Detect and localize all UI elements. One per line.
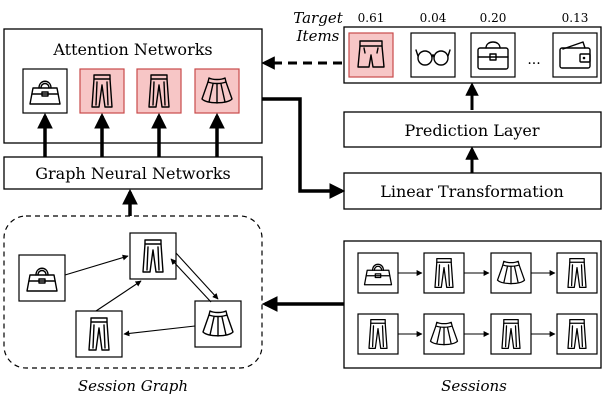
target-score-3: 0.13 [562, 11, 589, 25]
session-graph [3, 215, 263, 369]
session-graph-caption: Session Graph [78, 377, 188, 395]
linear-transformation-module: Linear Transformation [343, 172, 602, 210]
graph-edges [64, 252, 219, 337]
attention-item-pants-2 [136, 68, 182, 114]
sessions-caption: Sessions [441, 377, 507, 395]
graph-node-skirt [194, 300, 242, 348]
target-item-wallet [552, 32, 598, 78]
attention-networks-module: Attention Networks [3, 28, 263, 144]
target-score-0: 0.61 [358, 11, 385, 25]
graph-node-pants-top [129, 232, 177, 280]
target-score-2: 0.20 [480, 11, 507, 25]
graph-node-pants-bottom [75, 310, 123, 358]
target-label-line2: Items [296, 27, 340, 45]
attention-item-handbag [22, 68, 68, 114]
session-row-1 [357, 252, 598, 294]
attention-to-linear-arrow [262, 97, 346, 199]
target-ellipsis: ... [527, 52, 540, 68]
target-item-glasses [410, 32, 456, 78]
prediction-layer-module: Prediction Layer [343, 111, 602, 148]
target-items-panel: ... [343, 26, 602, 84]
target-item-bag [470, 32, 516, 78]
session-row-2 [357, 313, 598, 355]
graph-node-handbag [18, 254, 66, 302]
attention-item-skirt [194, 68, 240, 114]
target-label-line1: Target [293, 9, 343, 27]
gnn-label: Graph Neural Networks [35, 164, 231, 183]
attention-item-pants-1 [79, 68, 125, 114]
graph-neural-networks-module: Graph Neural Networks [3, 156, 263, 190]
target-item-shorts [348, 32, 394, 78]
target-score-1: 0.04 [420, 11, 447, 25]
prediction-layer-label: Prediction Layer [404, 121, 539, 140]
gnn-to-attention-arrows [37, 112, 225, 157]
attention-networks-label: Attention Networks [52, 40, 212, 59]
linear-transformation-label: Linear Transformation [380, 182, 564, 201]
sessions-box [343, 240, 602, 369]
